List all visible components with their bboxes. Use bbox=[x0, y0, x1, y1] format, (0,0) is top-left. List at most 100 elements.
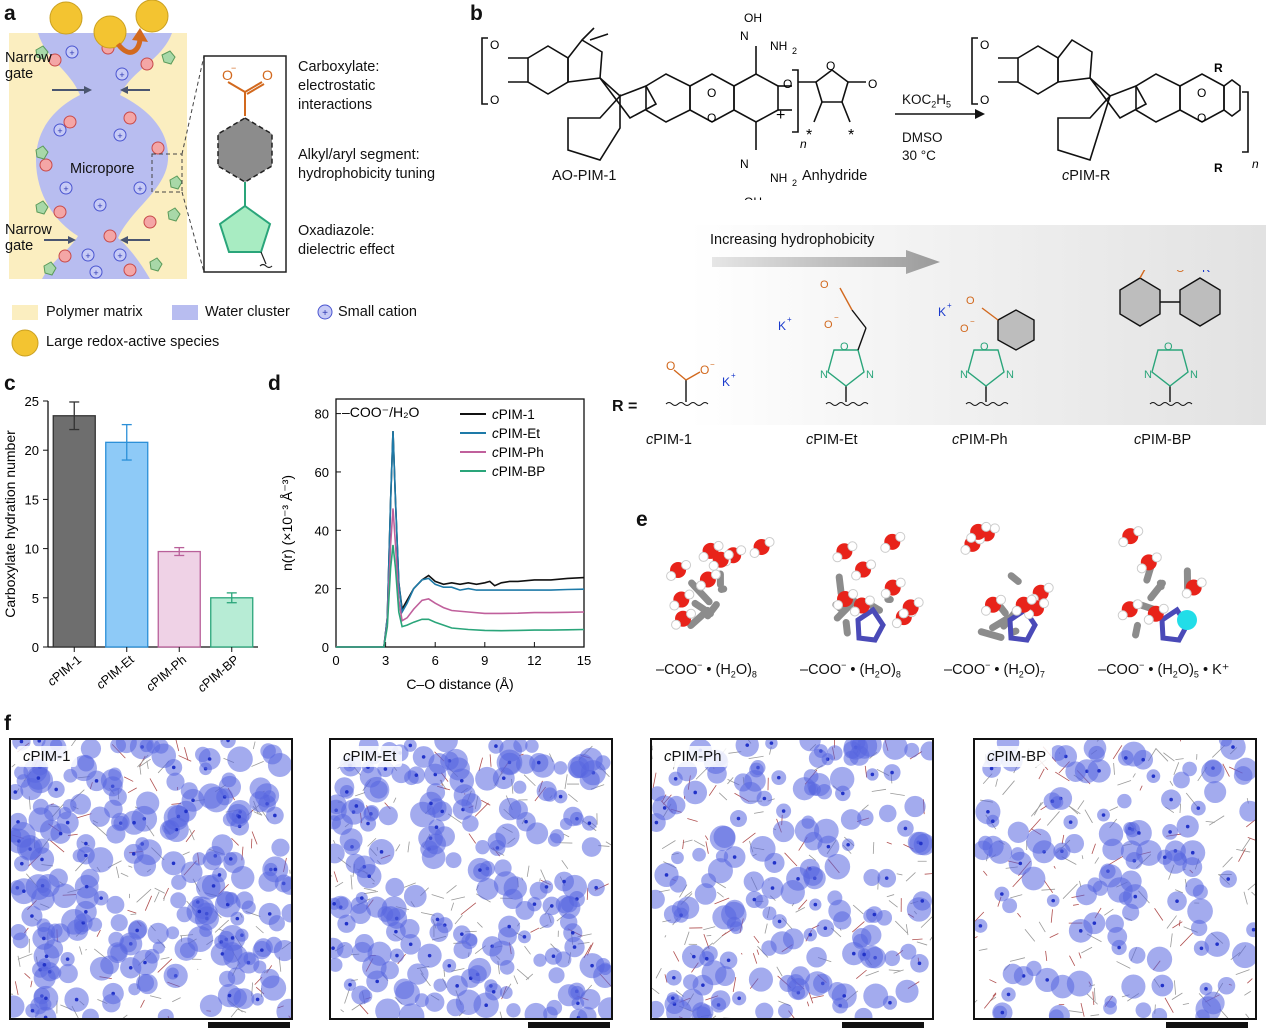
polymer-bond bbox=[367, 837, 377, 847]
oxadiazole-ring bbox=[218, 204, 272, 253]
water-hydrogen bbox=[989, 523, 1000, 534]
polymer-bond bbox=[978, 948, 988, 951]
carbon-bond bbox=[717, 585, 728, 593]
polymer-bond bbox=[995, 778, 998, 787]
water-blob bbox=[235, 891, 254, 910]
x-tick-label: 12 bbox=[527, 653, 541, 668]
water-blob bbox=[429, 923, 449, 943]
polymer-bond bbox=[1132, 773, 1136, 778]
water-blob bbox=[1103, 1000, 1117, 1015]
water-hydrogen bbox=[895, 531, 906, 542]
polymer-bond bbox=[149, 778, 158, 792]
polymer-bond bbox=[1062, 883, 1078, 899]
polymer-bond bbox=[1243, 891, 1248, 905]
bar-cPIM-BP bbox=[210, 597, 254, 648]
water-blob bbox=[231, 865, 255, 890]
polymer-bond bbox=[489, 754, 492, 767]
cation-dot bbox=[549, 904, 554, 908]
cation-dot bbox=[184, 809, 188, 814]
cation-dot bbox=[1117, 945, 1121, 950]
gate-arrow-right-bottom bbox=[120, 236, 128, 244]
water-hydrogen bbox=[848, 588, 859, 599]
cation-dot bbox=[255, 997, 260, 1002]
water-hydrogen bbox=[1132, 599, 1143, 610]
polymer-bond bbox=[513, 975, 519, 985]
water-blob bbox=[434, 740, 458, 753]
svg-text:O: O bbox=[826, 59, 835, 73]
cation-dot bbox=[455, 984, 459, 988]
cation-dot bbox=[701, 983, 705, 987]
polymer-bond bbox=[776, 966, 783, 977]
polymer-bond bbox=[695, 766, 709, 780]
scale-bar-4 bbox=[1166, 1022, 1248, 1028]
y-tick-label: 80 bbox=[315, 407, 329, 422]
water-blob bbox=[581, 837, 602, 857]
water-blob bbox=[1201, 760, 1225, 784]
polymer-bond bbox=[1170, 933, 1173, 948]
hydration-snapshots bbox=[666, 521, 1207, 643]
svg-text:K: K bbox=[722, 375, 730, 389]
polymer-bond bbox=[1046, 811, 1060, 826]
svg-text:n: n bbox=[1252, 157, 1259, 171]
water-blob bbox=[108, 787, 127, 806]
polymer-bond bbox=[905, 872, 916, 882]
water-hydrogen bbox=[710, 569, 721, 580]
water-blob bbox=[577, 1006, 597, 1018]
polymer-bond bbox=[1169, 780, 1174, 786]
cation-dot bbox=[536, 760, 541, 765]
cation-dot bbox=[1133, 894, 1138, 899]
redox-species-2 bbox=[93, 15, 127, 49]
water-blob bbox=[548, 967, 565, 984]
water-blob bbox=[707, 858, 733, 884]
polymer-bond bbox=[481, 799, 491, 806]
water-blob bbox=[555, 895, 574, 914]
cation-dot bbox=[872, 912, 877, 917]
cation-dot bbox=[30, 1008, 35, 1013]
water-blob bbox=[513, 780, 527, 794]
cation-dot bbox=[191, 798, 195, 803]
cation-dot bbox=[862, 952, 866, 957]
cation-dot bbox=[777, 919, 782, 924]
water-blob bbox=[166, 772, 185, 791]
water-blob bbox=[772, 820, 795, 843]
svg-text:O: O bbox=[824, 319, 833, 331]
water-blob bbox=[1117, 793, 1132, 809]
panel-a-schematic: + + + + + + + + + + O − O bbox=[9, 0, 287, 279]
water-blob bbox=[146, 740, 161, 754]
polymer-bond bbox=[539, 878, 541, 882]
cation-dot bbox=[459, 778, 464, 783]
polymer-bond bbox=[992, 992, 997, 997]
cation-dot bbox=[84, 910, 88, 914]
water-blob bbox=[671, 900, 690, 918]
water-blob bbox=[553, 761, 568, 775]
svg-text:K: K bbox=[778, 319, 786, 333]
polymer-bond bbox=[136, 888, 152, 903]
cation-dot bbox=[440, 809, 445, 814]
water-blob bbox=[398, 1003, 425, 1018]
water-blob bbox=[462, 815, 479, 832]
polymer-bond bbox=[333, 871, 338, 883]
polymer-bond bbox=[752, 953, 758, 964]
cation-dot bbox=[1251, 927, 1255, 932]
snapshot-render-cpim-et bbox=[331, 740, 611, 1018]
water-blob bbox=[840, 809, 862, 830]
water-hydrogen bbox=[1181, 588, 1192, 599]
cation-dot bbox=[888, 1000, 892, 1005]
water-blob bbox=[444, 748, 468, 773]
cation-dot bbox=[664, 873, 669, 877]
polymer-bond bbox=[182, 851, 190, 856]
water-hydrogen bbox=[1039, 598, 1050, 609]
polymer-bond bbox=[454, 915, 463, 925]
water-blob bbox=[102, 994, 121, 1013]
polymer-bond bbox=[1104, 908, 1114, 916]
carbon-bond bbox=[1156, 579, 1165, 591]
water-hydrogen bbox=[723, 549, 734, 560]
legend-label-cPIM-1: cPIM-1 bbox=[492, 407, 535, 422]
polymer-bond bbox=[784, 852, 798, 867]
water-blob bbox=[1075, 884, 1097, 906]
water-hydrogen bbox=[966, 532, 977, 543]
cation-dot bbox=[796, 877, 800, 881]
polymer-bond bbox=[1172, 921, 1183, 929]
polymer-bond bbox=[1090, 1014, 1100, 1017]
water-blob bbox=[579, 989, 601, 1010]
